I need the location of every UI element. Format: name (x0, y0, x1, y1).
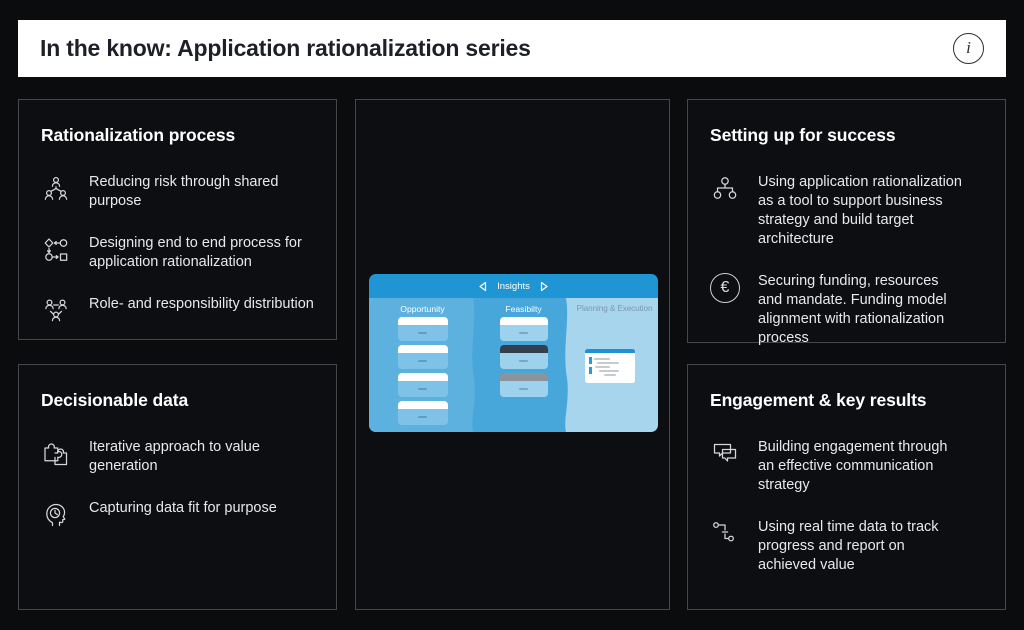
column-opportunity: Opportunity (369, 298, 476, 432)
app-card-white (397, 317, 448, 341)
chevron-left-icon (479, 281, 487, 291)
list-item-text: Iterative approach to value generation (89, 439, 260, 474)
document-text-line (604, 374, 616, 376)
team-shared-purpose-icon (41, 174, 71, 204)
list-item-text: Capturing data fit for purpose (89, 500, 277, 516)
panel-title: Engagement & key results (710, 390, 927, 410)
card-stack (476, 317, 571, 397)
panel-engagement-key-results: Engagement & key results Building engage… (687, 364, 1006, 610)
process-flow-icon (41, 235, 71, 265)
header-bar: In the know: Application rationalization… (18, 20, 1006, 77)
euro-glyph: € (720, 279, 730, 296)
document-title-bar (585, 349, 635, 353)
document-bullet-bar (589, 367, 592, 374)
euro-coin-circle: € (710, 273, 740, 303)
app-card-white (499, 317, 548, 341)
panel-title: Rationalization process (41, 125, 236, 145)
info-button[interactable]: i (953, 33, 984, 64)
speech-bubbles-icon (710, 439, 740, 469)
roles-distribution-icon (41, 296, 71, 326)
illustration-board: Opportunity Feasibilty Planning & Execut… (369, 298, 658, 432)
list-item-text: Securing funding, resources and mandate.… (758, 273, 947, 346)
puzzle-icon (41, 439, 71, 469)
card-stack (369, 317, 476, 425)
panel-decisionable-data: Decisionable data Iterative approach to … (18, 364, 337, 610)
list-item: Reducing risk through shared purpose (41, 173, 314, 211)
column-label: Planning & Execution (576, 304, 653, 313)
document-bullet-bar (589, 357, 592, 364)
panel-title: Decisionable data (41, 390, 189, 410)
app-card-white (397, 401, 448, 425)
list-item-text: Designing end to end process for applica… (89, 235, 302, 270)
panel-rationalization-process: Rationalization process Reducing risk th… (18, 99, 337, 340)
list-item: € Securing funding, resources and mandat… (710, 272, 983, 348)
report-document (585, 349, 635, 383)
tracking-path-icon (710, 519, 740, 549)
head-clock-icon (41, 500, 71, 530)
app-card-white (397, 373, 448, 397)
app-card-dark (499, 345, 548, 369)
panel-setting-up-for-success: Setting up for success Using application… (687, 99, 1006, 346)
list-item-text: Building engagement through an effective… (758, 439, 948, 493)
list-item-text: Using real time data to track progress a… (758, 519, 939, 573)
info-icon: i (966, 38, 971, 57)
list-item-text: Reducing risk through shared purpose (89, 174, 279, 209)
chevron-right-icon (540, 281, 548, 291)
column-feasibility: Feasibilty (476, 298, 571, 432)
app-card-gray (499, 373, 548, 397)
illustration-nav-title: Insights (497, 280, 530, 292)
panel-title: Setting up for success (710, 125, 896, 145)
euro-coin-icon: € (710, 273, 740, 303)
column-planning-execution: Planning & Execution (571, 298, 658, 432)
page-title: In the know: Application rationalization… (40, 35, 531, 61)
list-item: Iterative approach to value generation (41, 438, 314, 476)
document-text-line (595, 366, 610, 368)
list-item: Using real time data to track progress a… (710, 518, 983, 575)
panel-illustration: Insights Opportunity Feasibilty Planning… (355, 99, 670, 610)
list-item: Building engagement through an effective… (710, 438, 983, 495)
column-label: Opportunity (400, 304, 445, 314)
list-item-text: Using application rationalization as a t… (758, 174, 962, 247)
org-chart-icon (710, 174, 740, 204)
app-illustration: Insights Opportunity Feasibilty Planning… (369, 274, 658, 432)
illustration-nav-bar: Insights (369, 274, 658, 298)
document-text-line (597, 362, 619, 364)
list-item-text: Role- and responsibility distribution (89, 296, 314, 312)
app-card-white (397, 345, 448, 369)
document-text-line (594, 358, 610, 360)
column-label: Feasibilty (505, 304, 542, 314)
document-text-line (599, 370, 619, 372)
list-item: Role- and responsibility distribution (41, 295, 314, 326)
list-item: Using application rationalization as a t… (710, 173, 983, 249)
list-item: Capturing data fit for purpose (41, 499, 314, 530)
list-item: Designing end to end process for applica… (41, 234, 314, 272)
